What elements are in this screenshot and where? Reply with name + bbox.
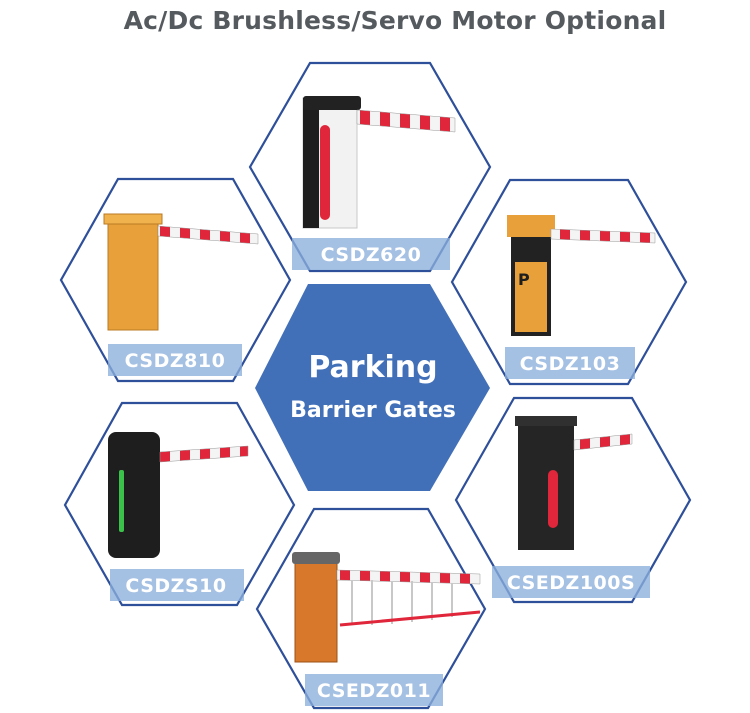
product-label-csdz103: CSDZ103 [520,353,621,375]
center-title: Parking [308,350,437,385]
product-hex-csedz100s[interactable]: CSEDZ100S [454,396,692,604]
barrier-image-csdz620 [302,96,456,229]
svg-text:P: P [518,270,530,289]
center-hex: Parking Barrier Gates [255,284,490,491]
product-hex-csdz620[interactable]: CSDZ620 [248,61,492,273]
product-label-csedz011: CSEDZ011 [317,680,431,702]
barrier-image-csedz011 [292,552,481,663]
barrier-image-csdz810 [103,213,259,331]
product-hex-csdz103[interactable]: P CSDZ103 [450,178,688,386]
product-hex-csdzs10[interactable]: CSDZS10 [63,401,296,607]
center-subtitle: Barrier Gates [290,398,456,423]
product-label-csedz100s: CSEDZ100S [507,572,635,594]
barrier-image-csedz100s [515,416,633,550]
product-hex-csedz011[interactable]: CSEDZ011 [255,507,487,710]
headline: Ac/Dc Brushless/Servo Motor Optional [123,6,667,35]
barrier-image-csdzs10 [108,432,249,558]
product-label-csdz810: CSDZ810 [125,350,226,372]
product-label-csdz620: CSDZ620 [321,244,422,266]
product-hex-csdz810[interactable]: CSDZ810 [59,177,292,383]
barrier-image-csdz103: P [507,215,656,336]
product-label-csdzs10: CSDZS10 [125,575,226,597]
